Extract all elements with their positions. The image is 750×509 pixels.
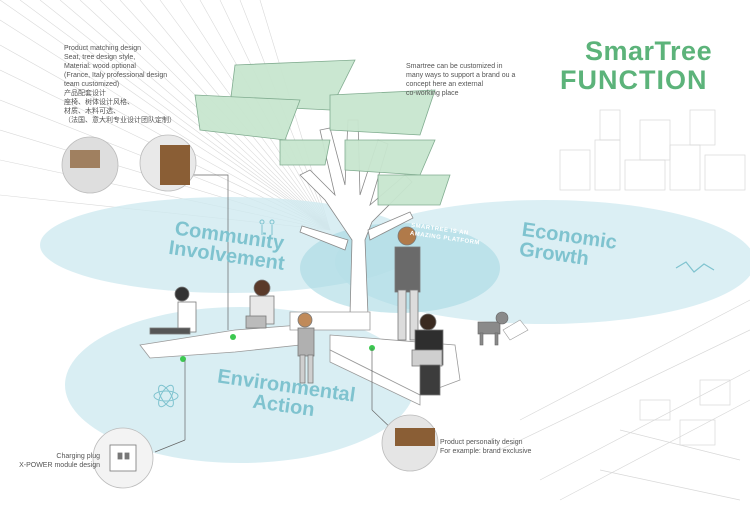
socket-icon bbox=[109, 444, 137, 472]
dog bbox=[477, 311, 509, 346]
solar-leaves bbox=[194, 59, 451, 206]
leader-lines bbox=[154, 174, 396, 453]
people-icon bbox=[259, 219, 275, 235]
title-line2: FUNCTION bbox=[560, 65, 708, 95]
personality-note: Product personality design For example: … bbox=[440, 439, 532, 455]
product-matching-note: Product matching design Seat, tree desig… bbox=[64, 45, 176, 124]
green-dots bbox=[180, 334, 375, 362]
city-sketch bbox=[499, 109, 750, 501]
trend-line-icon bbox=[675, 261, 715, 273]
customized-note: Smartree can be customized in many ways … bbox=[406, 63, 516, 97]
atom-icon bbox=[153, 384, 179, 408]
people bbox=[149, 226, 444, 396]
title-line1: SmarTree bbox=[585, 36, 713, 66]
dog-bowl-stand bbox=[502, 319, 529, 341]
charging-note: Charging plug X-POWER module design bbox=[19, 453, 100, 469]
